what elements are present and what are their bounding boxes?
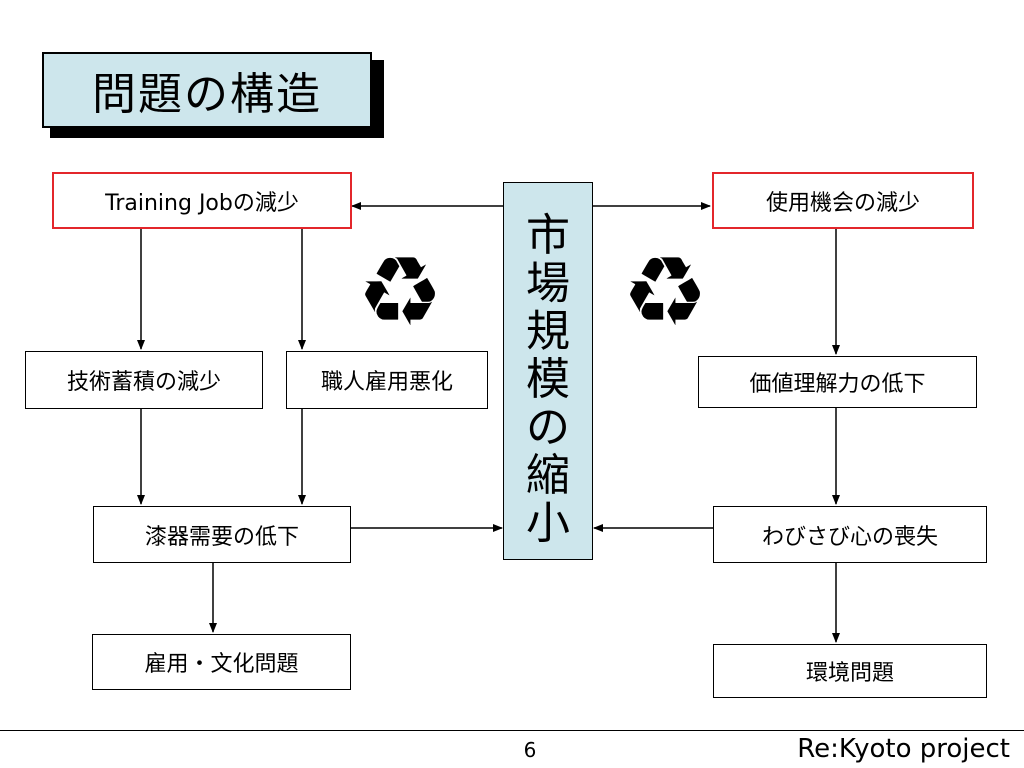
wabisabi-loss-box: わびさび心の喪失 <box>713 506 987 563</box>
market-shrink-char: 場 <box>526 258 570 309</box>
footer-divider <box>0 730 1024 731</box>
environment-label: 環境問題 <box>805 661 894 686</box>
tech-accumulation-box: 技術蓄積の減少 <box>25 351 263 409</box>
craftsman-employment-label: 職人雇用悪化 <box>320 370 453 395</box>
market-shrink-char: の <box>526 402 570 453</box>
brand-logo-text: Re:Kyoto project <box>797 734 1010 764</box>
wabisabi-loss-label: わびさび心の喪失 <box>761 524 938 550</box>
value-understanding-box: 価値理解力の低下 <box>698 356 977 408</box>
market-shrink-char: 縮 <box>526 450 570 501</box>
tech-accumulation-label: 技術蓄積の減少 <box>66 370 221 395</box>
usage-opportunity-label: 使用機会の減少 <box>765 190 920 216</box>
market-shrink-char: 規 <box>526 306 570 357</box>
training-job-label: Training Jobの減少 <box>105 190 299 216</box>
market-shrink-char: 模 <box>526 354 570 405</box>
market-shrink-char: 市 <box>526 210 570 261</box>
lacquer-demand-label: 漆器需要の低下 <box>144 524 299 550</box>
market-shrink-bar: 市 場 規 模 の 縮 小 <box>503 182 593 560</box>
craftsman-employment-box: 職人雇用悪化 <box>286 351 488 409</box>
page-number: 6 <box>523 738 537 762</box>
market-shrink-char: 小 <box>526 498 570 549</box>
value-understanding-label: 価値理解力の低下 <box>749 372 926 397</box>
employment-culture-box: 雇用・文化問題 <box>92 634 351 690</box>
page-title: 問題の構造 <box>42 52 372 128</box>
usage-opportunity-box: 使用機会の減少 <box>712 172 974 229</box>
recycle-icon: ♻ <box>622 236 709 348</box>
environment-box: 環境問題 <box>713 644 987 698</box>
employment-culture-label: 雇用・文化問題 <box>144 652 299 677</box>
recycle-icon: ♻ <box>357 236 444 348</box>
lacquer-demand-box: 漆器需要の低下 <box>93 506 351 563</box>
training-job-box: Training Jobの減少 <box>52 172 352 229</box>
